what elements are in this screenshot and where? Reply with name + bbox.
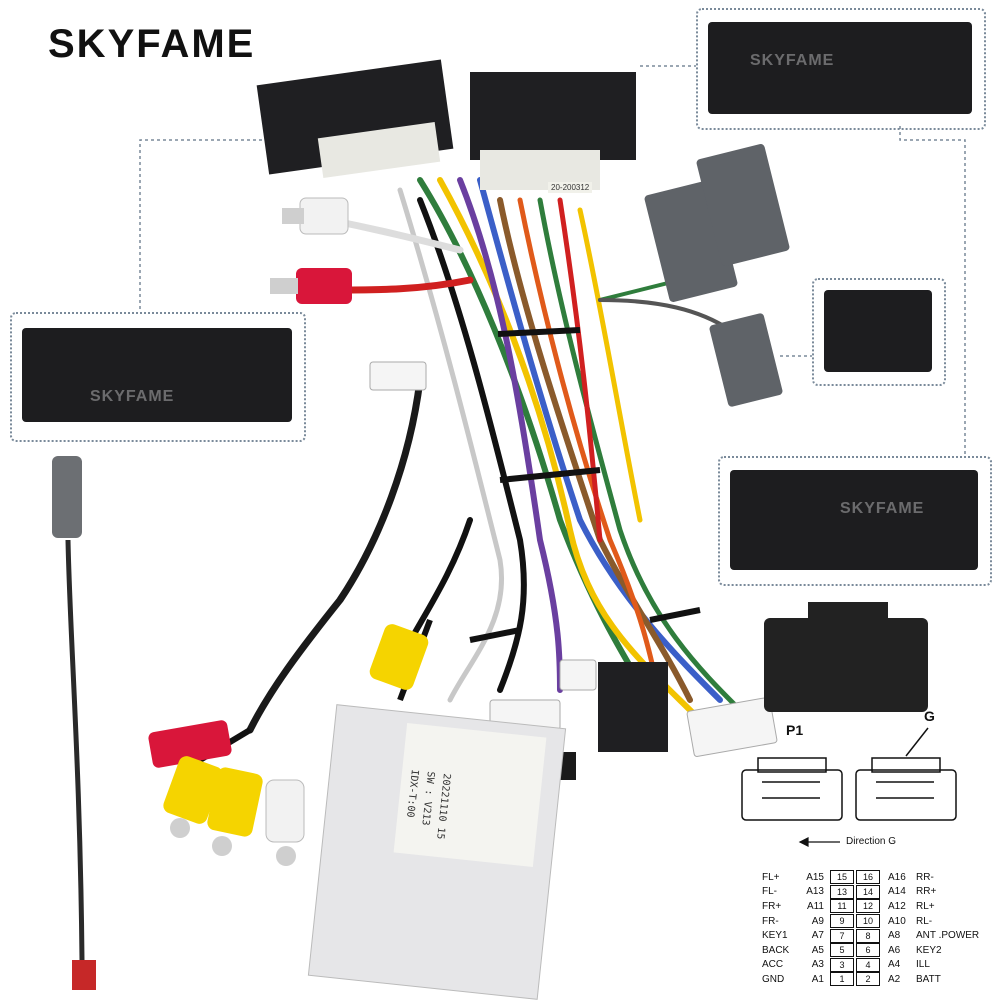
pin-left-name: BACK [762,944,790,956]
pin-left-name: FL- [762,886,777,898]
cable-ties [469,327,701,643]
pin-right-name: RL- [916,915,933,927]
pin-right-name: ANT .POWER [916,930,980,942]
connector-photo [22,328,292,422]
top-connectors [256,59,636,190]
pin-right-name: RR+ [916,886,937,898]
pin-left-number: 15 [830,870,854,885]
rca-cluster-bottom-left [148,720,305,866]
grey-connectors [644,144,790,407]
pin-right-number: 14 [856,884,880,899]
pin-right-number: 16 [856,870,880,885]
pin-right-code: A16 [888,871,906,883]
connector-panel-top-right [696,8,986,130]
pin-left-code: A5 [811,944,824,956]
rca-plug-red-top [270,268,352,304]
pin-left-number: 5 [830,943,854,958]
pin-left-name: FR+ [762,900,782,912]
p1-outline-drawing [741,757,843,821]
pin-left-code: A7 [811,930,824,942]
pin-right-number: 2 [856,972,880,987]
pin-left-number: 13 [830,884,854,899]
black-connector-bottom [598,662,668,752]
pin-right-code: A2 [888,973,901,985]
connector-panel-mid-right [812,278,946,386]
pin-left-number: 9 [830,914,854,929]
pin-left-code: A9 [811,915,824,927]
leader-lines [139,65,966,456]
pin-right-name: RL+ [916,900,935,912]
p1-label: P1 [786,722,804,738]
pin-left-code: A1 [811,973,824,985]
pin-right-name: KEY2 [916,944,942,956]
g-label: G [924,708,935,724]
pin-left-name: ACC [762,959,784,971]
pin-right-number: 12 [856,899,880,914]
pin-left-code: A13 [806,886,824,898]
pin-left-number: 1 [830,972,854,987]
grey-sensor-cable [52,456,96,990]
pin-right-code: A6 [888,944,901,956]
brand-logo: SKYFAME [48,22,256,66]
connector-photo [708,22,972,114]
pin-right-name: RR- [916,871,934,883]
pin-left-code: A3 [811,959,824,971]
pin-left-number: 7 [830,928,854,943]
direction-arrow [798,837,840,847]
g-outline-drawing [855,727,957,821]
connector-panel-left [10,312,306,442]
pin-right-number: 10 [856,914,880,929]
pin-right-code: A12 [888,900,906,912]
direction-label: Direction G [846,836,897,847]
pin-right-number: 6 [856,943,880,958]
iso-16-pin-connector [764,602,928,712]
pin-right-code: A10 [888,915,906,927]
pin-right-name: ILL [916,959,930,971]
pin-right-code: A4 [888,959,901,971]
pin-right-code: A14 [888,886,906,898]
pin-right-name: BATT [916,973,941,985]
connector-photo [730,470,978,570]
decoder-module [307,704,567,1000]
pin-left-number: 3 [830,957,854,972]
pin-right-code: A8 [888,930,901,942]
rca-plug-white-top [282,197,349,235]
connector-tag: 20-200312 [548,182,593,193]
pin-right-number: 4 [856,957,880,972]
connector-photo [824,290,932,372]
pin-left-code: A15 [806,871,824,883]
pin-left-number: 11 [830,899,854,914]
rca-plug-yellow-mid [369,618,433,702]
connector-panel-right [718,456,992,586]
pin-left-name: KEY1 [762,930,788,942]
pin-left-name: GND [762,973,785,985]
pin-left-code: A11 [806,900,824,912]
pin-left-name: FL+ [762,871,780,883]
pin-right-number: 8 [856,928,880,943]
pin-left-name: FR- [762,915,779,927]
